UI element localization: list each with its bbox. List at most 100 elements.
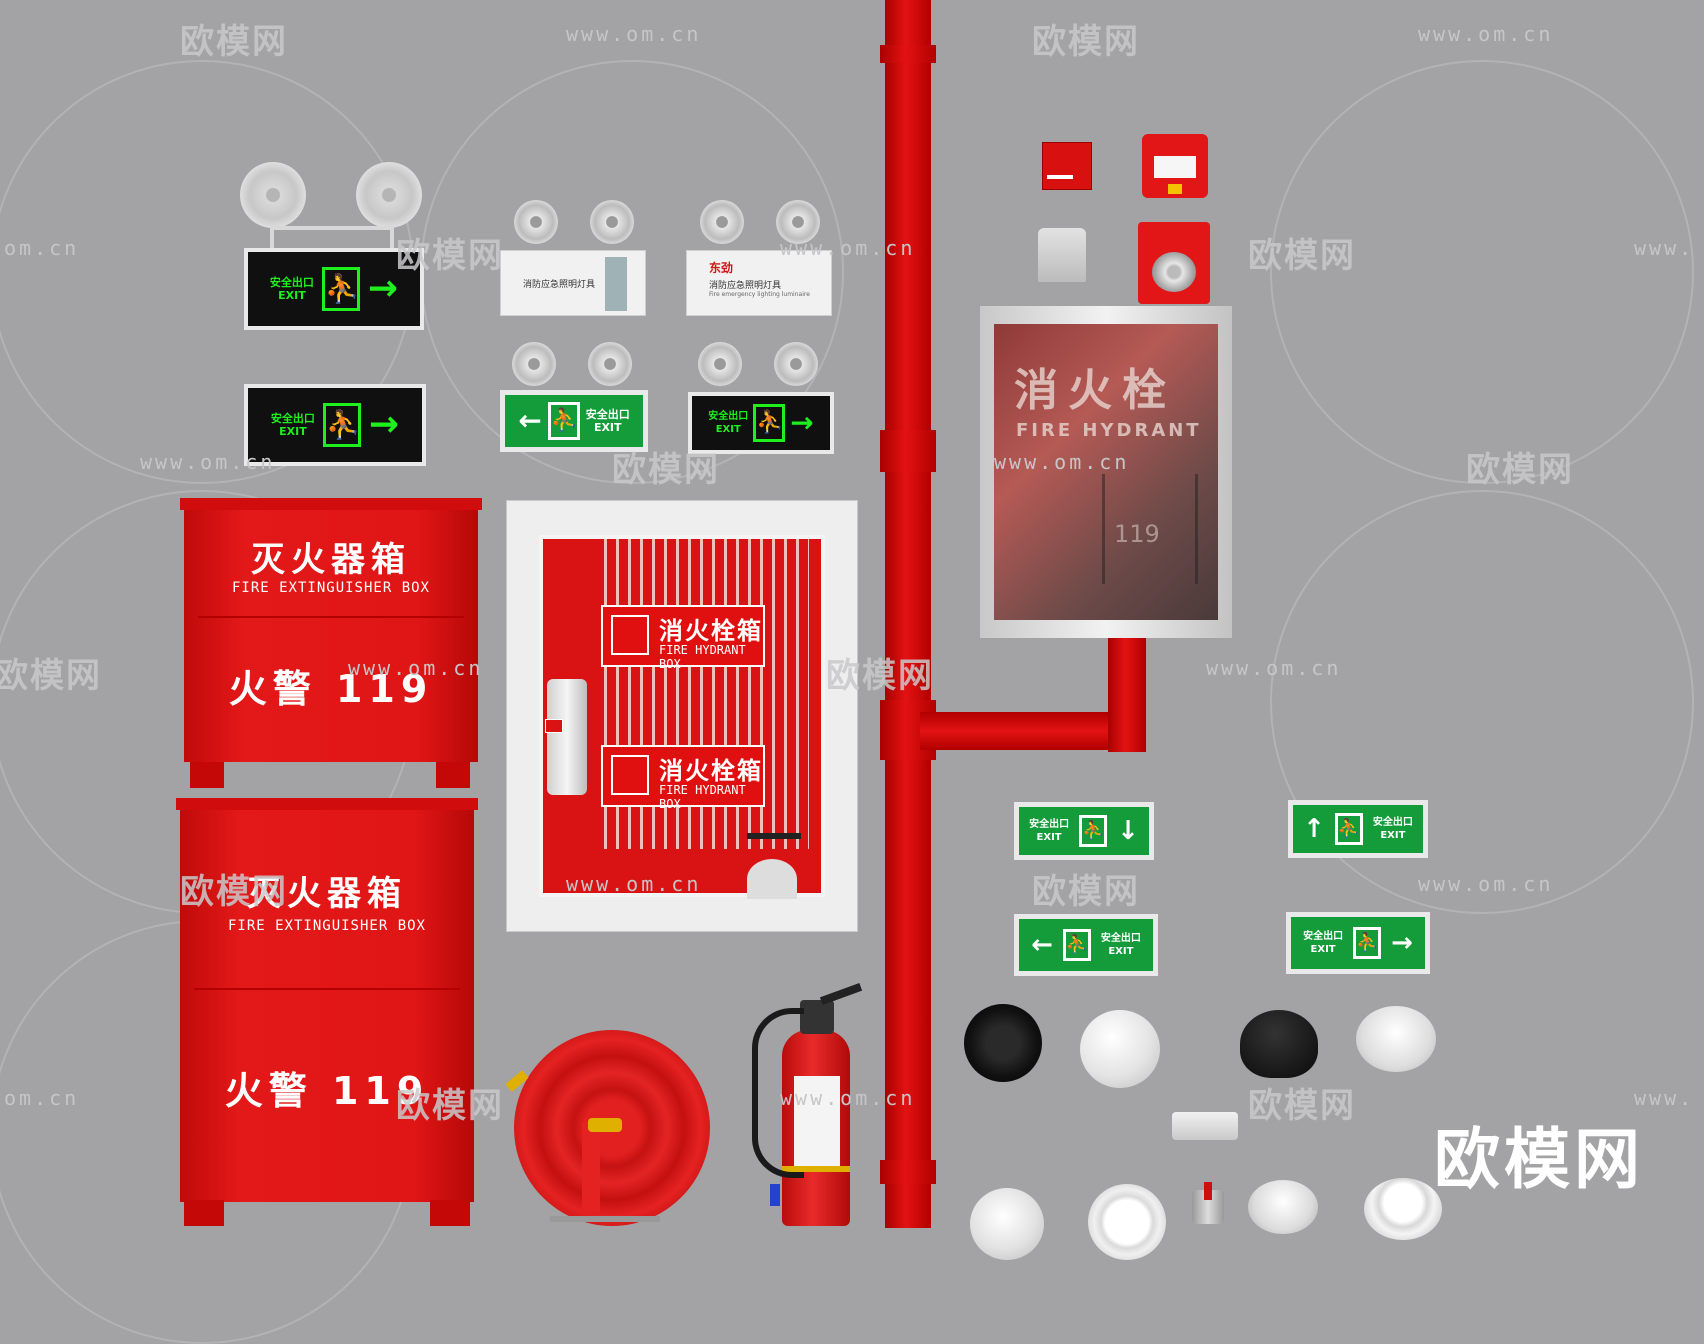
emergency-lamp-icon [776, 200, 820, 244]
smoke-detector-black-dome [1240, 1010, 1318, 1078]
smoke-detector-flat [1364, 1178, 1442, 1240]
exit-sign-cn: 安全出口 [708, 411, 749, 422]
emergency-light-panel: 消防应急照明灯具 [500, 250, 646, 316]
extinguisher-box-alarm: 火警 [228, 667, 317, 711]
watermark-brand: 欧模网 [1466, 450, 1574, 490]
emergency-lamp-icon [588, 342, 632, 386]
hydrant-icon [611, 615, 649, 655]
watermark-brand: 欧模网 [1248, 236, 1356, 276]
arrow-down-icon: ↓ [1117, 816, 1139, 846]
smoke-detector-white-vented [1356, 1006, 1436, 1072]
emergency-lamp-icon [590, 200, 634, 244]
emergency-lamp-icon [700, 200, 744, 244]
hydrant-box-subtitle: FIRE HYDRANT BOX [659, 643, 746, 671]
extinguisher-box-subtitle: FIRE EXTINGUISHER BOX [231, 580, 430, 596]
running-man-icon: ⛹ [1079, 815, 1108, 847]
emergency-light-title-en: Fire emergency lighting luminaire [709, 291, 810, 298]
extinguisher-box-title: 灭火器箱 [251, 540, 411, 580]
watermark-url: om.cn [4, 1086, 80, 1110]
cabinet-handle [747, 833, 801, 839]
speaker-lamp-icon [356, 162, 422, 228]
speaker-lamp-icon [240, 162, 306, 228]
detector-base [1172, 1112, 1238, 1140]
smoke-detector-round [1088, 1184, 1166, 1260]
running-man-icon: ⛹ [322, 403, 361, 447]
hydrant-box-title: 消火栓箱 [659, 617, 763, 645]
watermark-brand: 欧模网 [1032, 22, 1140, 62]
hydrant-box-title: 消火栓箱 [659, 757, 763, 785]
arrow-right-icon: → [367, 268, 399, 309]
watermark-brand: 欧模网 [180, 22, 288, 62]
extinguisher-valve [800, 1000, 834, 1034]
exit-sign-green-down: 安全出口 EXIT ⛹ ↓ [1014, 802, 1154, 860]
exit-sign-cn: 安全出口 [585, 408, 630, 421]
running-man-icon: ⛹ [1353, 927, 1382, 959]
running-man-icon: ⛹ [753, 404, 786, 442]
hydrant-cabinet-number: 119 [1114, 520, 1160, 548]
exit-sign-en: EXIT [1036, 832, 1062, 843]
hydrant-cabinet-frame: 消火栓 FIRE HYDRANT 119 [980, 306, 1232, 638]
smoke-detector-round [970, 1188, 1044, 1260]
hydrant-icon [611, 755, 649, 795]
watermark-brand: 欧模网 [826, 656, 934, 696]
exit-sign-en: EXIT [1380, 830, 1406, 841]
hydrant-valve [547, 679, 587, 795]
watermark-url: om.cn [4, 236, 80, 260]
fire-pipe-branch-vertical [1108, 638, 1146, 752]
running-man-icon: ⛹ [1334, 813, 1363, 845]
exit-sign-cn: 安全出口 [1029, 819, 1070, 830]
fire-pipe-flange [880, 430, 936, 472]
extinguisher-nozzle [770, 1184, 780, 1206]
hose-reel-hub [588, 1118, 622, 1132]
hydrant-box-subtitle: FIRE HYDRANT BOX [659, 783, 746, 811]
fire-extinguisher-body [782, 1030, 850, 1226]
watermark-url: www.om.cn [780, 236, 916, 260]
emergency-light-title: 消防应急照明灯具 [523, 280, 596, 290]
watermark-arc [1270, 490, 1694, 914]
emergency-lamp-icon [774, 342, 818, 386]
fire-pipe-flange [880, 1160, 936, 1184]
arrow-right-icon: → [368, 404, 400, 445]
arrow-right-icon: → [1391, 928, 1413, 958]
nozzle-rack-icon [545, 719, 563, 733]
hydrant-box-frame: 消火栓箱 FIRE HYDRANT BOX 消火栓箱 FIRE HYDRANT … [506, 500, 858, 932]
exit-sign-cn: 安全出口 [270, 412, 315, 425]
watermark-brand: 欧模网 [396, 236, 504, 276]
alarm-sounder-grey [1038, 228, 1086, 282]
fire-alarm-bell-box [1138, 222, 1210, 304]
watermark-url: www.om.cn [1418, 22, 1554, 46]
running-man-icon: ⛹ [547, 402, 580, 440]
heat-detector-probe [1192, 1182, 1224, 1224]
extinguisher-box-number: 119 [335, 667, 434, 711]
exit-sign-en: EXIT [279, 425, 307, 438]
extinguisher-box-alarm: 火警 [224, 1069, 313, 1113]
emergency-lamp-icon [698, 342, 742, 386]
box-foot [190, 762, 224, 788]
box-foot [430, 1200, 470, 1226]
watermark-url: www.om.cn [1206, 656, 1342, 680]
emergency-light-title: 消防应急照明灯具 [709, 281, 782, 291]
extinguisher-box-upper: 灭火器箱 FIRE EXTINGUISHER BOX 火警 119 [180, 498, 482, 762]
emergency-light-panel: 东劲 消防应急照明灯具 Fire emergency lighting lumi… [686, 250, 832, 316]
exit-sign-cn: 安全出口 [1372, 817, 1413, 828]
exit-sign-cn: 安全出口 [269, 276, 314, 289]
hydrant-cabinet-glass: 消火栓 FIRE HYDRANT 119 [994, 324, 1218, 620]
extinguisher-hose [752, 1008, 804, 1178]
hydrant-box-label: 消火栓箱 FIRE HYDRANT BOX [601, 605, 765, 671]
watermark-brand: 欧模网 [612, 450, 720, 490]
watermark-brand: 欧模网 [1032, 872, 1140, 912]
watermark-url: www.om.cn [1418, 872, 1554, 896]
control-panel [605, 257, 627, 311]
hydrant-cabinet-title: 消火栓 [1014, 365, 1176, 416]
watermark-url: www.om.cn [348, 656, 484, 680]
exit-sign-green-up: ↑ ⛹ 安全出口 EXIT [1288, 800, 1428, 858]
watermark-brand: 欧模网 [180, 872, 288, 912]
arrow-left-icon: ← [518, 404, 542, 437]
extinguisher-box-subtitle: FIRE EXTINGUISHER BOX [227, 918, 426, 934]
running-man-icon: ⛹ [1062, 929, 1091, 961]
arrow-up-icon: ↑ [1303, 814, 1325, 844]
